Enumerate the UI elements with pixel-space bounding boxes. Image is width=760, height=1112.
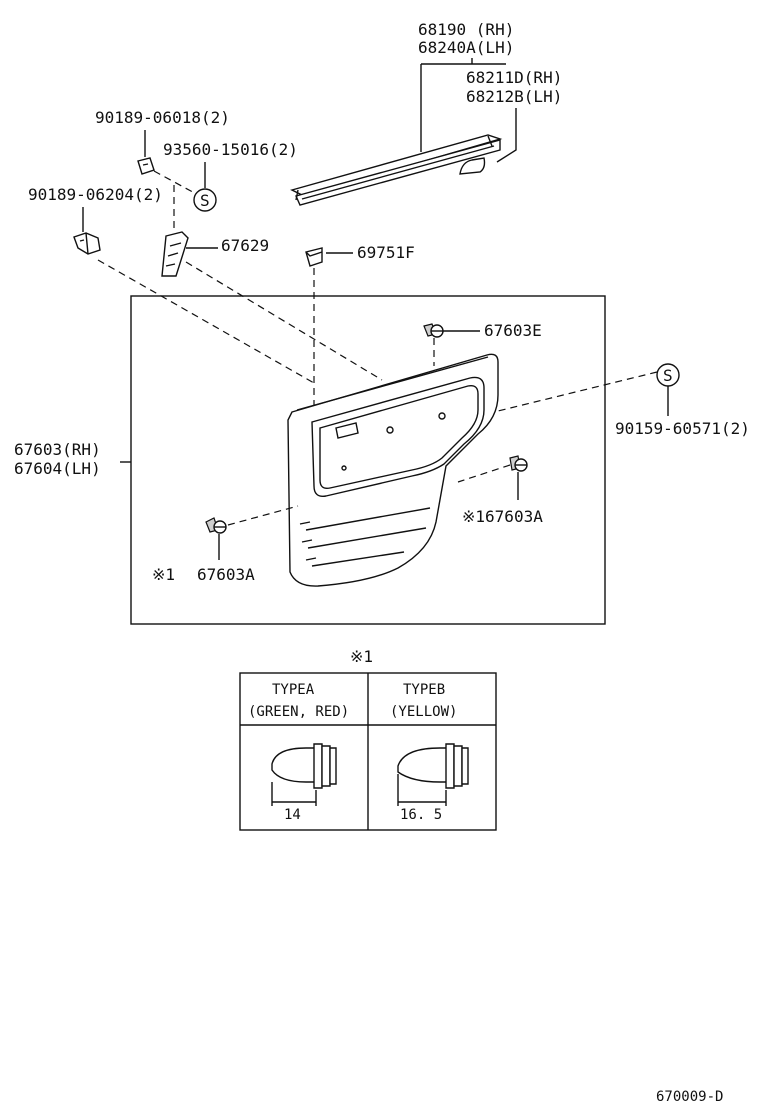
table-col1-line1: TYPEA (272, 682, 315, 698)
dimension-type-a: 14 (284, 807, 301, 823)
leader-68190 (420, 58, 506, 152)
label-67603-rh: 67603(RH) (14, 440, 101, 459)
dash-90189-06204 (97, 259, 315, 384)
dimension-type-b: 16. 5 (400, 807, 442, 823)
table-title-mark: ※1 (350, 647, 373, 666)
clip-167603a-right (509, 455, 528, 472)
bracket-67629 (161, 231, 189, 277)
clip-67603a-left (205, 517, 227, 534)
label-90189-06204: 90189-06204(2) (28, 185, 163, 204)
label-68240a: 68240A(LH) (418, 38, 514, 57)
label-67603a-left: 67603A (197, 565, 255, 584)
clip-type-b-drawing (397, 743, 469, 806)
s-symbol-right: S (663, 366, 673, 385)
diagram-code: 670009-D (656, 1089, 723, 1105)
door-trim-board (287, 353, 499, 587)
label-68211d: 68211D(RH) (466, 68, 562, 87)
dash-67629 (185, 261, 383, 381)
label-69751f: 69751F (357, 243, 415, 262)
table-col2-line2: (YELLOW) (390, 704, 457, 720)
note-mark-left: ※1 (152, 565, 175, 584)
s-symbol-circle-left (193, 188, 217, 212)
label-68190: 68190 (RH) (418, 20, 514, 39)
table-col2-line1: TYPEB (403, 682, 445, 698)
belt-moulding-weatherstrip (290, 134, 503, 206)
plug-69751f (305, 247, 323, 267)
clip-type-table (239, 672, 497, 831)
label-68212b: 68212B(LH) (466, 87, 562, 106)
label-67604-lh: 67604(LH) (14, 459, 101, 478)
clip-67603e (423, 323, 444, 338)
label-90159-60571: 90159-60571(2) (615, 419, 750, 438)
dash-67603a-left (227, 505, 299, 526)
leader-68211d (496, 108, 517, 163)
s-symbol-left: S (200, 191, 210, 210)
label-93560-15016: 93560-15016(2) (163, 140, 298, 159)
label-67603e: 67603E (484, 321, 542, 340)
table-col1-line2: (GREEN, RED) (248, 704, 349, 720)
dash-clip-to-s (153, 170, 201, 197)
clip-90189-06204 (73, 232, 101, 255)
clip-type-a-drawing (271, 743, 337, 806)
label-167603a-right: ※167603A (462, 507, 543, 526)
door-trim-frame (130, 295, 606, 625)
dash-167603a-right (457, 464, 511, 483)
label-90189-06018: 90189-06018(2) (95, 108, 230, 127)
dash-90159 (493, 371, 658, 413)
label-67629: 67629 (221, 236, 269, 255)
clip-90189-06018 (137, 157, 155, 175)
